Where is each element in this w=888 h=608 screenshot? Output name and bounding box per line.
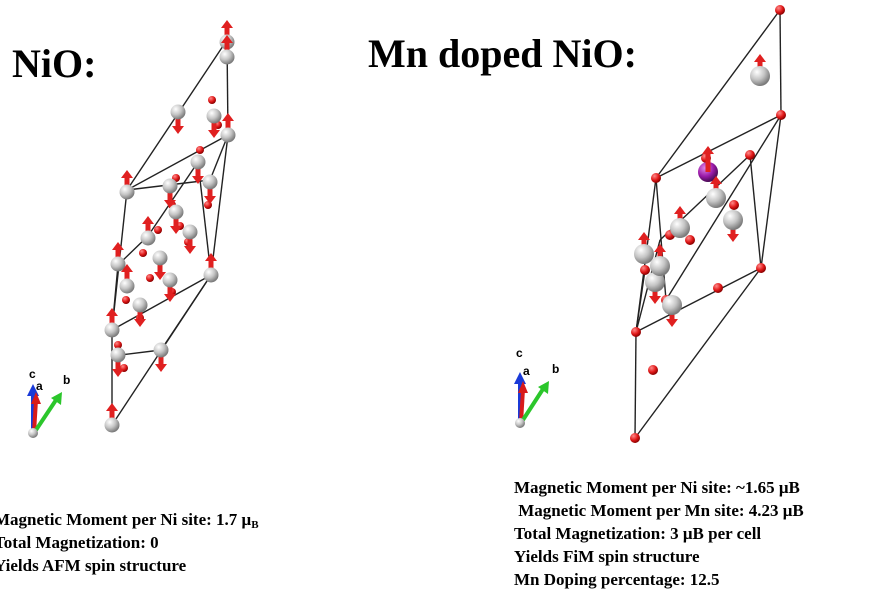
mn-nio-total-magnetization: Total Magnetization: 3 μB per cell [514, 524, 762, 543]
o-atom [713, 283, 723, 293]
ni-atom [110, 256, 126, 272]
o-atom [146, 274, 154, 282]
mn-nio-properties: Magnetic Moment per Ni site: ~1.65 μB Ma… [514, 476, 804, 591]
ni-atom [750, 66, 770, 86]
b-axis-arrowhead [51, 392, 62, 405]
axes-origin [515, 418, 525, 428]
title-mn-doped-nio: Mn doped NiO: [368, 31, 637, 76]
ni-atom [140, 230, 156, 246]
ni-atom [650, 256, 670, 276]
ni-atom [219, 49, 235, 65]
nio-spin-structure: Yields AFM spin structure [0, 556, 187, 575]
o-atom [122, 296, 130, 304]
ni-atom [182, 224, 198, 240]
o-atom [648, 365, 658, 375]
o-atom [208, 96, 216, 104]
mn-nio-ni-moment: Magnetic Moment per Ni site: ~1.65 μB [514, 478, 800, 497]
o-atom [640, 265, 650, 275]
o-atom [139, 249, 147, 257]
nio-properties: Magnetic Moment per Ni site: 1.7 μB Tota… [0, 508, 259, 577]
axes-origin [28, 428, 38, 438]
ni-atom [104, 322, 120, 338]
title-nio: NiO: [12, 41, 97, 86]
ni-atom [104, 417, 120, 433]
ni-atom [152, 250, 168, 266]
mn-nio-mn-moment: Magnetic Moment per Mn site: 4.23 μB [514, 501, 804, 520]
o-atom [756, 263, 766, 273]
a-axis-arrow [32, 399, 38, 434]
ni-atom [670, 218, 690, 238]
ni-atom [202, 174, 218, 190]
ni-atom [203, 267, 219, 283]
o-atom [630, 433, 640, 443]
ni-atom [119, 278, 135, 294]
b-axis-arrow [519, 387, 545, 425]
o-atom [631, 327, 641, 337]
axes-indicator-right: c a b [514, 346, 559, 428]
o-atom [196, 146, 204, 154]
o-atom [776, 110, 786, 120]
o-atom [685, 235, 695, 245]
a-axis-arrow [519, 388, 525, 424]
ni-atom [119, 184, 135, 200]
mn-nio-spin-structure: Yields FiM spin structure [514, 547, 700, 566]
o-atom [745, 150, 755, 160]
ni-atom [153, 342, 169, 358]
ni-atom [132, 297, 148, 313]
o-atom [729, 200, 739, 210]
o-atom [154, 226, 162, 234]
o-atom [114, 341, 122, 349]
b-axis-arrowhead [538, 381, 549, 394]
ni-atom [162, 178, 178, 194]
ni-atom [110, 347, 126, 363]
c-axis-label: c [29, 367, 36, 381]
b-axis-arrow [32, 398, 58, 435]
ni-atom [162, 272, 178, 288]
nio-total-magnetization: Total Magnetization: 0 [0, 533, 159, 552]
ni-atom [645, 272, 665, 292]
mn-nio-atoms [630, 5, 786, 443]
mn-nio-doping-percentage: Mn Doping percentage: 12.5 [514, 570, 720, 589]
nio-atoms [104, 20, 236, 433]
ni-atom [634, 244, 654, 264]
o-atom [775, 5, 785, 15]
nio-magnetic-moment: Magnetic Moment per Ni site: 1.7 μB [0, 510, 259, 531]
a-axis-label: a [523, 364, 530, 378]
a-axis-label: a [36, 379, 43, 393]
b-axis-label: b [63, 373, 70, 387]
ni-atom [170, 104, 186, 120]
ni-atom [706, 188, 726, 208]
ni-atom [723, 210, 743, 230]
ni-atom [662, 295, 682, 315]
nio-structure [104, 20, 236, 433]
spin-up-arrow [702, 146, 714, 172]
a-axis-arrowhead [31, 392, 41, 404]
a-axis-arrowhead [518, 381, 528, 393]
mn-doped-nio-structure [630, 5, 786, 443]
ni-atom [190, 154, 206, 170]
ni-atom [168, 204, 184, 220]
o-atom [651, 173, 661, 183]
b-axis-label: b [552, 362, 559, 376]
axes-indicator-left: c a b [27, 367, 70, 438]
c-axis-label: c [516, 346, 523, 360]
ni-atom [220, 127, 236, 143]
ni-atom [206, 108, 222, 124]
